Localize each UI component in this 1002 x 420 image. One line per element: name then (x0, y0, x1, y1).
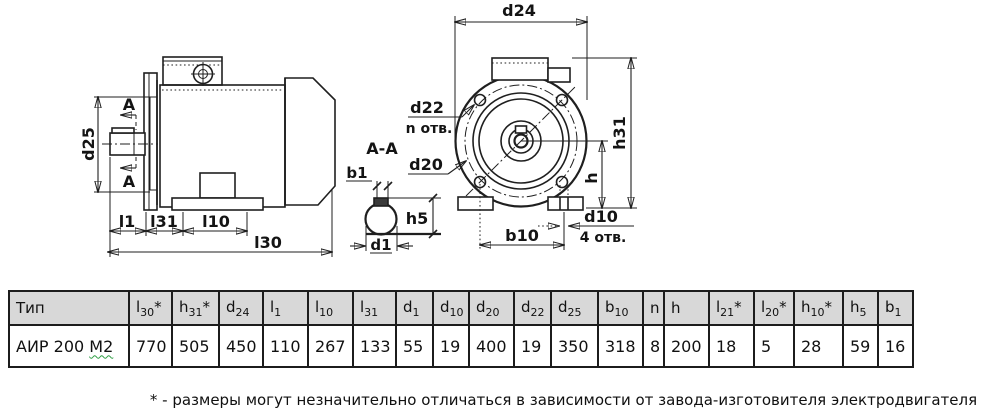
dim-d25: d25 (79, 97, 150, 192)
table-header-cell: b10 (597, 290, 644, 326)
terminal-box-side (162, 56, 223, 86)
label-b10: b10 (505, 226, 539, 245)
flange-side (143, 72, 158, 211)
table-cell: 5 (753, 324, 795, 368)
shaft-side (102, 127, 158, 156)
motor-body-outline (159, 77, 336, 208)
table-header-cell: b1 (877, 290, 914, 326)
section-cut-marks: A A (121, 95, 137, 191)
table-header-cell: Тип (8, 290, 130, 326)
label-n-holes: n отв. (406, 121, 453, 137)
label-b1: b1 (346, 164, 367, 182)
label-d25: d25 (79, 127, 98, 161)
section-view: A-A b1 h5 d1 (346, 139, 441, 254)
table-cell: 267 (307, 324, 354, 368)
table-cell: 200 (663, 324, 710, 368)
label-h31: h31 (610, 116, 629, 150)
label-h: h (582, 172, 601, 183)
label-d10: d10 (584, 207, 618, 226)
table-cell: 350 (550, 324, 599, 368)
label-d20: d20 (409, 155, 443, 174)
dim-d10: d10 4 отв. (538, 207, 634, 246)
label-l31: l31 (150, 212, 178, 231)
dim-d20: d20 (408, 155, 466, 175)
table-cell: 59 (842, 324, 879, 368)
table-header-cell: h (663, 290, 710, 326)
label-l30: l30 (254, 233, 282, 252)
technical-drawing: d25 A A l1 l31 l10 l30 A-A (79, 1, 637, 257)
table-header-cell: d1 (395, 290, 434, 326)
dim-h31: h31 (572, 58, 637, 208)
table-cell: 19 (432, 324, 470, 368)
label-section-title: A-A (366, 139, 398, 158)
table-header-cell: d25 (550, 290, 599, 326)
table-cell: 505 (171, 324, 220, 368)
table-header-cell: d10 (432, 290, 470, 326)
table-header-cell: l31 (352, 290, 397, 326)
table-header-cell: l20* (753, 290, 795, 326)
motor-feet-side (171, 172, 264, 211)
table-cell: 450 (218, 324, 264, 368)
table-cell: 28 (793, 324, 844, 368)
spellcheck-marked-text: М2 (89, 336, 114, 356)
label-d1: d1 (370, 236, 391, 254)
table-cell: 18 (708, 324, 755, 368)
table-cell-type: АИР 200 М2 (8, 324, 130, 368)
table-cell: 16 (877, 324, 914, 368)
table-header-cell: d24 (218, 290, 264, 326)
table-cell: 55 (395, 324, 434, 368)
table-header-cell: l10 (307, 290, 354, 326)
dim-h: h (582, 141, 602, 208)
flange-face (454, 74, 608, 208)
table-header-cell: h10* (793, 290, 844, 326)
label-section-a-bottom: A (123, 172, 136, 191)
dim-h5: h5 (366, 193, 441, 239)
table-cell: 400 (468, 324, 515, 368)
table-header-cell: l21* (708, 290, 755, 326)
dim-d22: d22 n отв. (406, 98, 474, 137)
table-header-cell: h5 (842, 290, 879, 326)
table-header-cell: d20 (468, 290, 515, 326)
table-header-cell: h31* (171, 290, 220, 326)
table-header-cell: n (642, 290, 665, 326)
side-view: d25 A A l1 l31 l10 l30 (79, 56, 336, 257)
label-section-a-top: A (123, 95, 136, 114)
label-h5: h5 (406, 209, 429, 228)
motor-feet-front (457, 185, 584, 211)
dim-d24: d24 (455, 1, 587, 143)
table-cell: 110 (262, 324, 309, 368)
label-l10: l10 (202, 212, 230, 231)
dim-d1: d1 (350, 226, 413, 254)
front-view: d24 h31 h b10 d10 4 отв. d22 n (406, 1, 637, 250)
table-cell: 770 (128, 324, 173, 368)
footnote: * - размеры могут незначительно отличать… (149, 391, 978, 409)
table-header-cell: l30* (128, 290, 173, 326)
terminal-box-front (491, 57, 571, 83)
label-l1: l1 (119, 212, 136, 231)
table-cell: 19 (513, 324, 552, 368)
table-cell: 133 (352, 324, 397, 368)
table-header-cell: d22 (513, 290, 552, 326)
dim-b1: b1 (346, 164, 393, 199)
table-cell: 318 (597, 324, 644, 368)
table-header-cell: l1 (262, 290, 309, 326)
label-d24: d24 (502, 1, 536, 20)
label-d22: d22 (410, 98, 444, 117)
dim-lengths: l1 l31 l10 l30 (108, 157, 332, 257)
dim-b10: b10 (480, 184, 564, 250)
table-cell: 8 (642, 324, 665, 368)
label-four-holes: 4 отв. (580, 230, 627, 246)
